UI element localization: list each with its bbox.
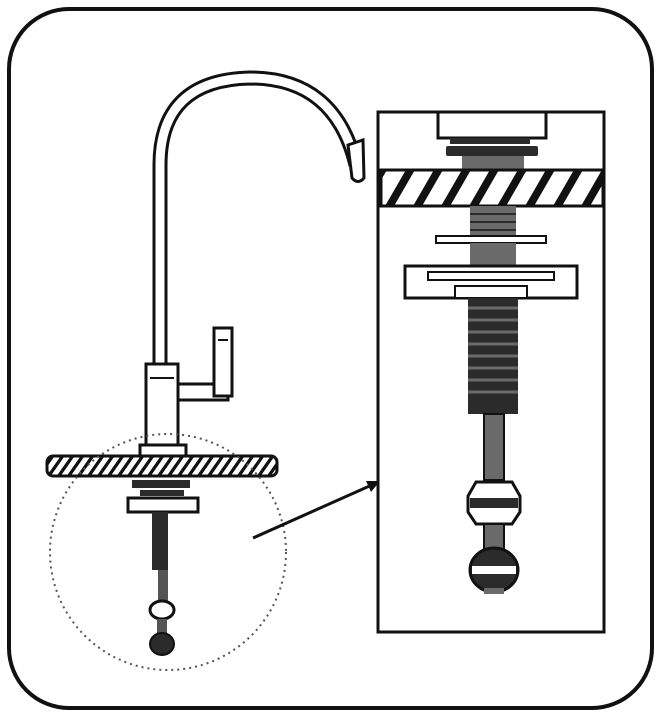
detail-countertop	[379, 168, 605, 208]
washer-small	[126, 496, 200, 514]
countertop-section	[45, 454, 279, 478]
connector-small-2	[149, 632, 175, 656]
connector-small-1	[148, 599, 176, 621]
faucet-lever-handle	[212, 326, 234, 398]
detail-faucet-base	[436, 110, 548, 140]
threaded-shank-small	[152, 512, 168, 570]
detail-threads	[468, 306, 518, 394]
mounting-hardware-small	[126, 480, 200, 656]
detail-focus-circle	[49, 433, 287, 671]
faucet-spout-inner	[155, 73, 361, 365]
zoom-detail-icon	[376, 110, 606, 634]
faucet-spout-tip	[346, 137, 366, 183]
detail-nut	[454, 285, 528, 299]
detail-tube	[483, 413, 505, 481]
detail-washer-upper	[435, 235, 547, 244]
